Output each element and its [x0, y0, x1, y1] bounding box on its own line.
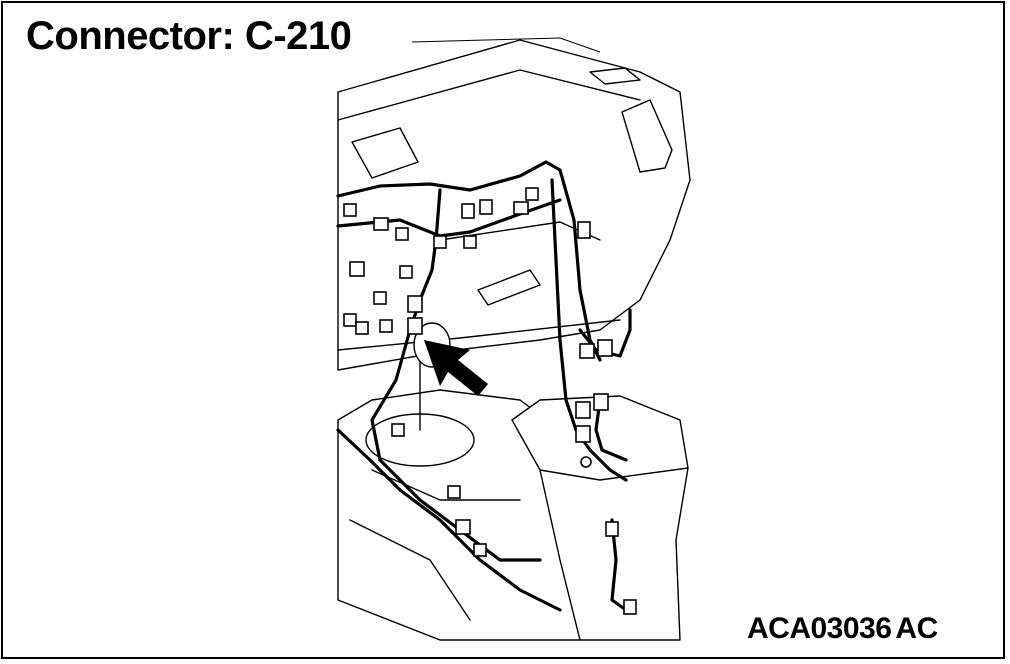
- console-lower-seam: [349, 519, 471, 621]
- connector: [399, 265, 413, 279]
- connector: [597, 339, 613, 357]
- connector: [391, 423, 405, 437]
- connector: [513, 201, 529, 215]
- harness-kick: [610, 518, 628, 612]
- connector: [623, 599, 637, 615]
- connector: [379, 319, 393, 333]
- connector: [395, 227, 409, 241]
- lower-panel-edge: [337, 319, 621, 351]
- connector: [355, 321, 369, 335]
- connector: [525, 187, 539, 201]
- side-console-seam: [539, 467, 689, 481]
- center-vent: [351, 127, 419, 179]
- connector: [575, 425, 591, 443]
- arrow-icon: [424, 340, 488, 396]
- connector: [575, 401, 591, 419]
- harness-upper: [336, 160, 602, 362]
- harness-right: [550, 178, 628, 482]
- console-seam: [371, 469, 521, 501]
- connector: [479, 199, 493, 215]
- connector: [579, 343, 595, 359]
- connector: [373, 217, 389, 231]
- connector: [343, 203, 357, 217]
- connector-c-210: [407, 295, 423, 313]
- dash-top-edge: [337, 69, 641, 121]
- connector: [349, 261, 365, 277]
- connector: [433, 235, 447, 249]
- connector: [343, 313, 357, 327]
- glove-box-handle: [477, 269, 541, 306]
- connector: [473, 543, 487, 557]
- connector: [463, 235, 477, 249]
- connector: [461, 203, 475, 219]
- connector-title: Connector: C-210: [26, 14, 352, 58]
- harness-branch-2: [594, 398, 628, 462]
- defroster-vent: [589, 67, 641, 85]
- harness-drop: [370, 188, 542, 562]
- connector: [605, 521, 619, 537]
- ground-terminal: [580, 456, 592, 468]
- connector: [593, 393, 609, 411]
- harness-console: [336, 428, 562, 612]
- connector: [373, 291, 387, 305]
- connector: [407, 317, 423, 335]
- connector: [447, 485, 461, 499]
- side-vent: [621, 99, 673, 173]
- figure-suffix: AC: [895, 612, 938, 645]
- connector: [455, 519, 471, 535]
- leader-line: [411, 37, 601, 53]
- figure-id: ACA03036: [747, 612, 892, 645]
- connector: [577, 221, 591, 239]
